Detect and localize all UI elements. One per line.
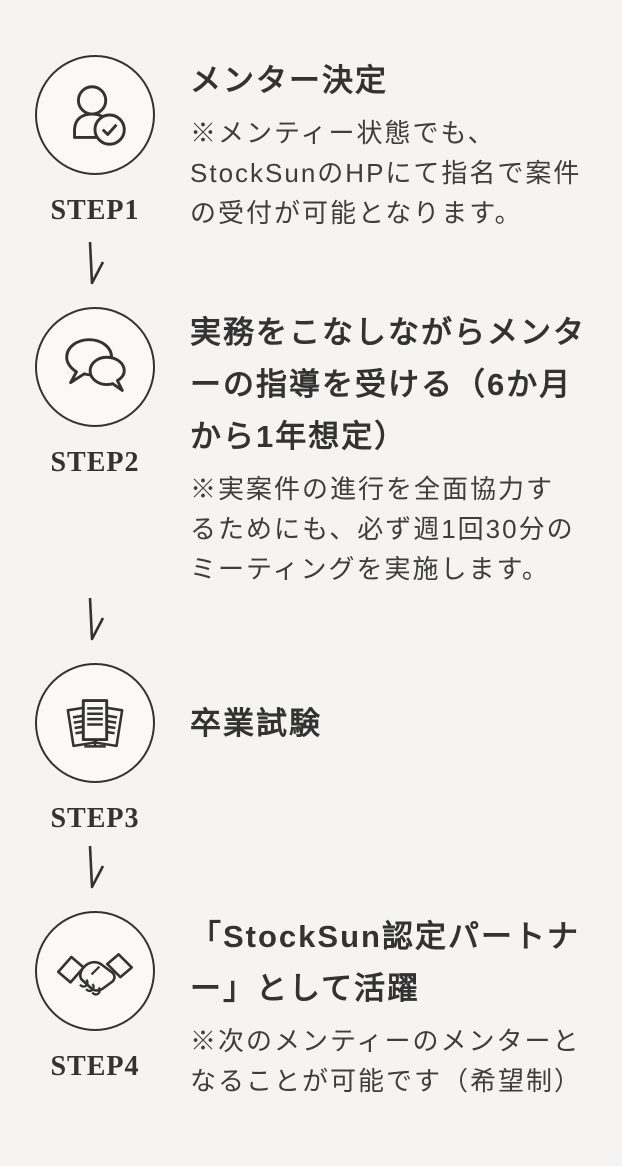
step-2-icon-circle <box>35 307 155 427</box>
step-4-icon-circle <box>35 911 155 1031</box>
chat-bubbles-icon <box>65 338 126 392</box>
handshake-icon <box>56 953 134 996</box>
step-2-label: STEP2 <box>50 447 140 478</box>
step-1-title: メンター決定 <box>190 63 388 98</box>
step-4-text-column: 「StockSun認定パートナ ー」として活躍 ※次のメンティーのメンターと な… <box>190 911 622 1101</box>
step-4-left-column: STEP4 <box>0 911 190 1085</box>
arrow-row-1 <box>0 241 190 287</box>
step-3-text-column: 卒業試験 <box>190 663 622 785</box>
step-row-2: STEP2 実務をこなしながらメンタ ーの指導を受ける（6か月 から1年想定） … <box>0 307 622 589</box>
person-check-icon <box>73 85 126 146</box>
step-1-left-column: STEP1 <box>0 55 190 229</box>
step-3-label: STEP3 <box>50 803 140 834</box>
down-arrow-icon <box>88 845 105 889</box>
step-4-title: 「StockSun認定パートナ ー」として活躍 <box>190 919 580 1006</box>
mentor-steps-flow: STEP1 メンター決定 ※メンティー状態でも、 StockSunのHPにて指名… <box>0 55 622 1101</box>
arrow-row-3 <box>0 845 190 891</box>
step-1-label: STEP1 <box>50 195 140 226</box>
step-2-text-column: 実務をこなしながらメンタ ーの指導を受ける（6か月 から1年想定） ※実案件の進… <box>190 307 622 589</box>
step-row-4: STEP4 「StockSun認定パートナ ー」として活躍 ※次のメンティーのメ… <box>0 911 622 1101</box>
step-1-text-column: メンター決定 ※メンティー状態でも、 StockSunのHPにて指名で案件 の受… <box>190 55 622 233</box>
step-3-title: 卒業試験 <box>190 706 322 741</box>
step-1-description: ※メンティー状態でも、 StockSunのHPにて指名で案件 の受付が可能となり… <box>190 118 582 228</box>
step-2-description: ※実案件の進行を全面協力す るためにも、必ず週1回30分の ミーティングを実施し… <box>190 474 575 584</box>
documents-icon <box>66 699 124 748</box>
down-arrow-icon <box>88 597 105 641</box>
step-1-icon-circle <box>35 55 155 175</box>
down-arrow-icon <box>88 241 105 285</box>
step-2-title: 実務をこなしながらメンタ ーの指導を受ける（6か月 から1年想定） <box>190 315 586 454</box>
step-4-label: STEP4 <box>50 1051 140 1082</box>
step-row-3: STEP3 卒業試験 <box>0 663 622 837</box>
step-3-left-column: STEP3 <box>0 663 190 837</box>
step-row-1: STEP1 メンター決定 ※メンティー状態でも、 StockSunのHPにて指名… <box>0 55 622 233</box>
step-4-description: ※次のメンティーのメンターと なることが可能です（希望制） <box>190 1026 583 1096</box>
step-3-icon-circle <box>35 663 155 783</box>
step-2-left-column: STEP2 <box>0 307 190 481</box>
arrow-row-2 <box>0 597 190 643</box>
